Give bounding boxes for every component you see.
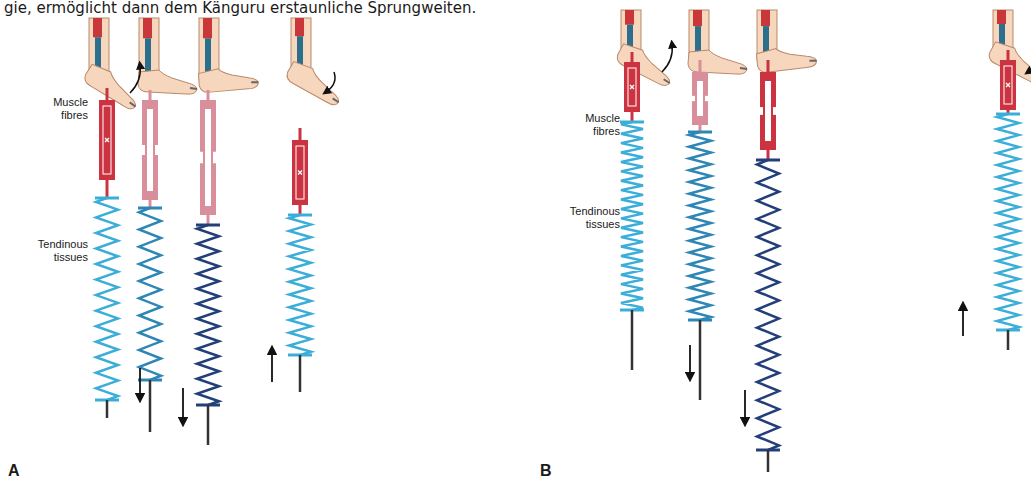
muscle-filament bbox=[1004, 66, 1012, 104]
bottom-rod bbox=[299, 355, 302, 392]
direction-arrow bbox=[271, 350, 273, 382]
toenail bbox=[663, 79, 670, 83]
calf-muscle bbox=[295, 18, 304, 36]
tendon-spring bbox=[689, 132, 711, 320]
direction-arrow bbox=[744, 390, 746, 422]
rotation-arrow bbox=[1028, 52, 1031, 72]
muscle-fibre bbox=[624, 62, 640, 112]
foot-figure bbox=[197, 18, 259, 96]
rotation-arrow bbox=[130, 65, 140, 93]
muscle-tendon-unit bbox=[95, 88, 119, 418]
muscle-tendon-unit bbox=[196, 90, 220, 445]
bottom-rod bbox=[1007, 330, 1010, 350]
muscle-fibre bbox=[99, 100, 115, 180]
achilles-tendon bbox=[763, 26, 769, 54]
direction-arrow bbox=[182, 388, 184, 422]
toenail bbox=[332, 98, 339, 102]
muscle-filament bbox=[103, 106, 111, 174]
achilles-tendon bbox=[145, 38, 151, 73]
achilles-tendon bbox=[205, 38, 211, 73]
cross-bridge bbox=[1006, 83, 1010, 87]
tendon-spring bbox=[96, 198, 118, 400]
foot-figure bbox=[81, 18, 144, 111]
direction-arrow bbox=[139, 368, 141, 398]
panel-letter: A bbox=[8, 462, 20, 480]
toenail bbox=[190, 88, 197, 89]
bottom-rod bbox=[767, 450, 770, 472]
muscle-filament bbox=[296, 146, 304, 199]
part-label: Muscle fibres bbox=[570, 112, 620, 137]
calf-muscle bbox=[761, 10, 770, 26]
connecting-rod bbox=[106, 180, 109, 198]
part-label: Tendinous tissues bbox=[552, 205, 620, 230]
foot bbox=[138, 70, 197, 94]
bottom-rod bbox=[106, 400, 109, 418]
muscle-tendon-unit bbox=[138, 90, 162, 432]
rotation-arrow bbox=[662, 44, 672, 72]
tendon-spring bbox=[289, 215, 311, 355]
muscle-tendon-unit bbox=[996, 50, 1020, 350]
tendon-spring bbox=[139, 208, 161, 380]
muscle-filament bbox=[204, 108, 212, 207]
toenail bbox=[740, 68, 747, 69]
foot-figure bbox=[614, 10, 678, 88]
foot bbox=[688, 50, 747, 74]
foot bbox=[283, 59, 347, 107]
bottom-rod bbox=[149, 380, 152, 432]
muscle-tendon-units bbox=[95, 50, 1020, 472]
foot-figure bbox=[688, 10, 747, 74]
tendon-spring bbox=[197, 225, 219, 405]
foot bbox=[614, 42, 678, 88]
achilles-tendon bbox=[695, 26, 701, 54]
muscle-fibre bbox=[292, 140, 308, 205]
tendon-spring bbox=[757, 160, 779, 450]
muscle-tendon-unit bbox=[288, 128, 312, 392]
toenail bbox=[809, 60, 816, 62]
direction-arrow bbox=[962, 306, 964, 336]
cross-bridge bbox=[105, 138, 109, 142]
muscle-fibre bbox=[1000, 60, 1016, 110]
direction-arrow bbox=[689, 345, 691, 377]
muscle-tendon-unit bbox=[688, 60, 712, 400]
toenail bbox=[129, 102, 136, 106]
part-label: Tendinous tissues bbox=[20, 238, 88, 263]
muscle-tendon-unit bbox=[620, 52, 644, 370]
tendon-spring bbox=[997, 114, 1019, 330]
bottom-rod bbox=[631, 310, 634, 370]
calf-muscle bbox=[203, 18, 212, 38]
muscle-tendon-unit bbox=[756, 60, 780, 472]
muscle-filament bbox=[628, 68, 636, 106]
caption-fragment: gie, ermöglicht dann dem Känguru erstaun… bbox=[4, 0, 476, 17]
muscle-filament bbox=[146, 108, 154, 192]
foot-figure bbox=[283, 18, 347, 107]
muscle-filament bbox=[764, 80, 772, 142]
panel-letter: B bbox=[540, 462, 552, 480]
calf-muscle bbox=[693, 10, 702, 26]
calf-muscle bbox=[997, 10, 1006, 24]
rotation-arrow bbox=[326, 72, 335, 92]
toenail bbox=[251, 81, 258, 83]
foot-figure bbox=[138, 18, 197, 94]
cross-bridge bbox=[298, 171, 302, 175]
tendon-spring bbox=[621, 122, 643, 310]
foot bbox=[755, 42, 817, 76]
muscle-filament bbox=[696, 80, 704, 117]
part-label: Muscle fibres bbox=[38, 96, 88, 121]
feet bbox=[81, 10, 1031, 111]
calf-muscle bbox=[93, 18, 102, 37]
cross-bridge bbox=[630, 85, 634, 89]
calf-muscle bbox=[143, 18, 152, 38]
bottom-rod bbox=[699, 320, 702, 400]
calf-muscle bbox=[625, 10, 634, 25]
foot-figure bbox=[755, 10, 817, 76]
bottom-rod bbox=[207, 405, 210, 445]
